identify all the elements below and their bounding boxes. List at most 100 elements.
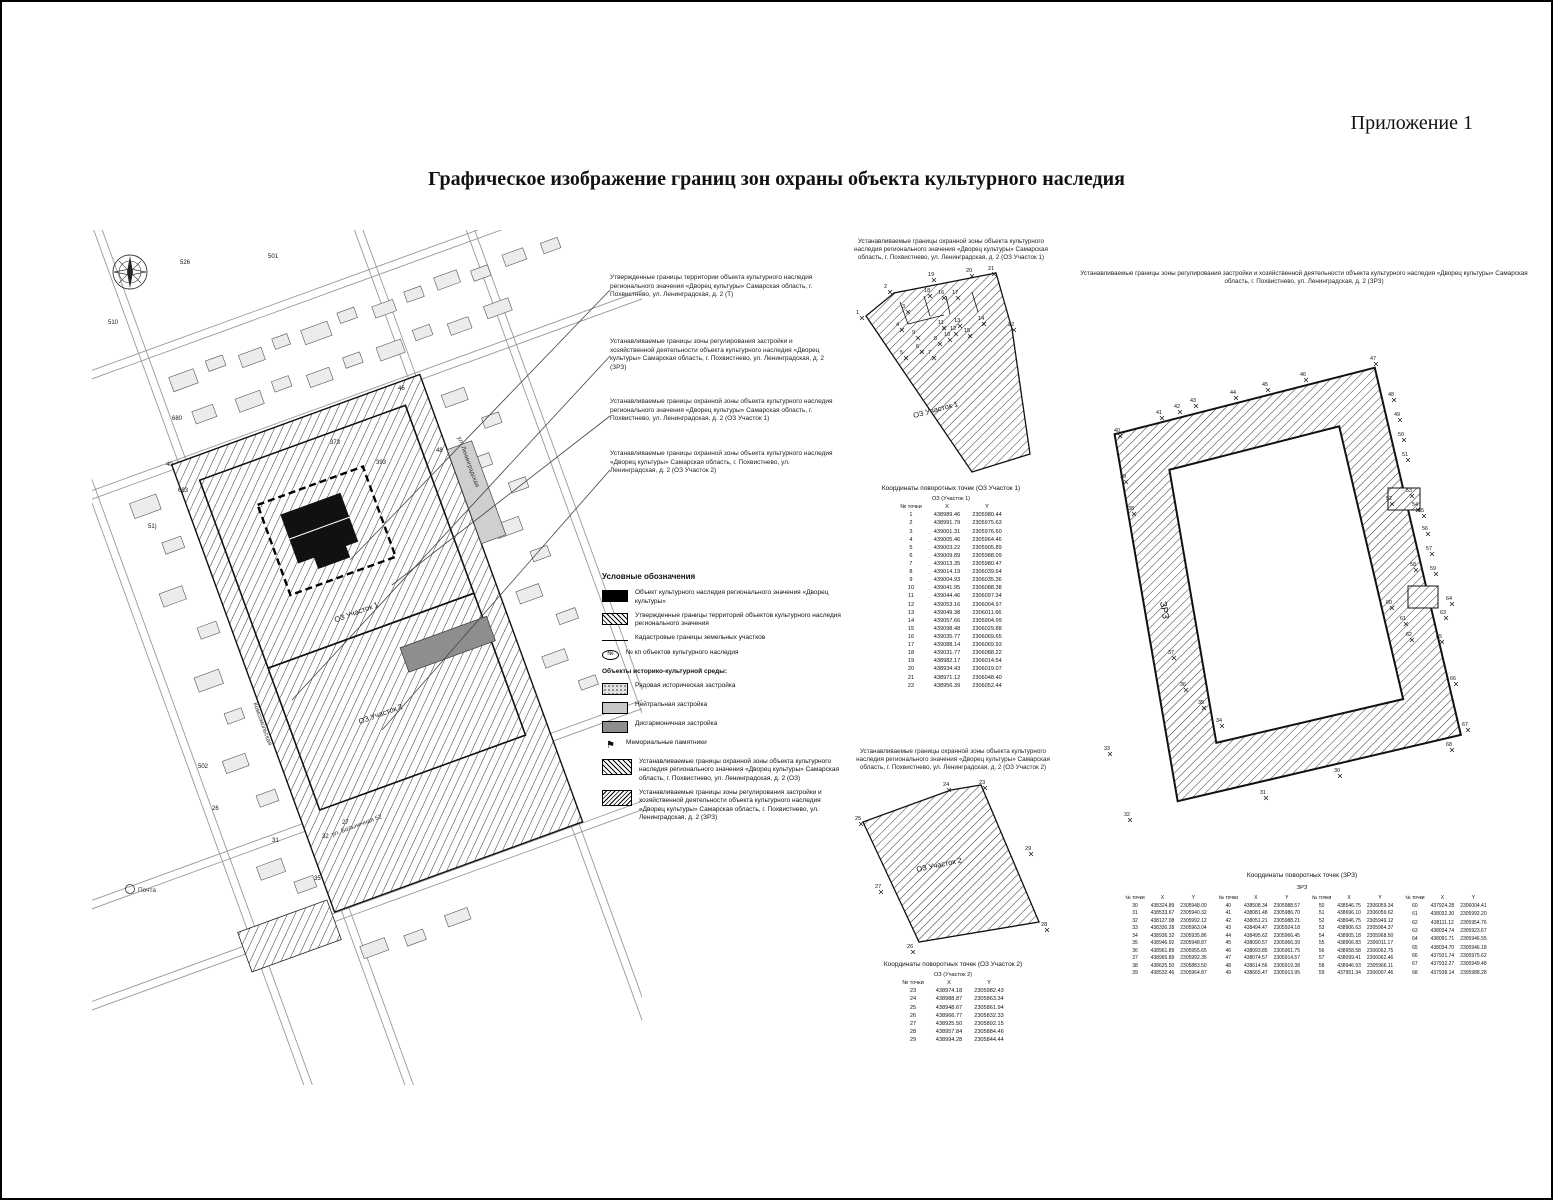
post-office-label: Почта [138, 887, 156, 894]
legend-item: Объект культурного наследия региональног… [602, 589, 844, 606]
legend-item: Дисгармоничная застройка [602, 720, 844, 734]
svg-text:61: 61 [1400, 616, 1406, 622]
svg-text:29: 29 [1025, 846, 1031, 852]
zrz-notch [1387, 487, 1421, 511]
svg-text:46: 46 [1300, 372, 1306, 378]
panel-zrz-title: Устанавливаемые границы зоны регулирован… [1080, 270, 1528, 286]
svg-text:53: 53 [1406, 488, 1412, 494]
legend-item: Нейтральная застройка [602, 701, 844, 715]
svg-text:3: 3 [902, 304, 905, 310]
legend-item: ⚑ Мемориальные памятники [602, 739, 844, 752]
svg-text:51: 51 [1402, 452, 1408, 458]
svg-text:14: 14 [978, 316, 984, 322]
legend-swatch-oz-zone-icon [602, 759, 632, 776]
oz2-table-caption: Координаты поворотных точек (ОЗ Участок … [883, 961, 1023, 969]
oz2-polygon [862, 784, 1040, 943]
legend-title: Условные обозначения [602, 572, 696, 581]
svg-text:35: 35 [1198, 700, 1204, 706]
svg-text:510: 510 [108, 320, 119, 326]
svg-text:42: 42 [1174, 404, 1180, 410]
svg-text:52: 52 [1386, 496, 1392, 502]
legend-number-badge-icon: № [602, 649, 619, 660]
svg-text:49: 49 [1394, 412, 1400, 418]
oz1-inner-steps [899, 292, 978, 325]
svg-text:48: 48 [1388, 392, 1394, 398]
zrz-point-labels: 3031323334353637383940414243444546474849… [1104, 356, 1471, 823]
svg-text:15: 15 [964, 328, 970, 334]
legend-item: Рядовая историческая застройка [602, 682, 844, 696]
svg-text:6: 6 [916, 344, 919, 350]
svg-text:47: 47 [1370, 356, 1376, 362]
svg-text:26: 26 [212, 806, 219, 812]
svg-text:23: 23 [979, 780, 985, 786]
legend-swatch-neutral-buildings-icon [602, 702, 628, 715]
zrz-table-caption: Координаты поворотных точек (ЗРЗ) [1246, 872, 1358, 879]
svg-text:59: 59 [1430, 566, 1436, 572]
legend-swatch-historic-buildings-icon [602, 683, 628, 696]
svg-text:526: 526 [180, 260, 191, 266]
svg-text:22: 22 [1008, 322, 1014, 328]
svg-text:16: 16 [938, 290, 944, 296]
svg-text:5: 5 [900, 350, 903, 356]
annotation-note-territory: Утвержденные границы территории объекта … [610, 274, 813, 299]
zrz-band-hatch [1115, 368, 1460, 800]
svg-text:33: 33 [1104, 746, 1110, 752]
legend-item: № № кп объектов культурного наследия [602, 649, 844, 660]
svg-text:39: 39 [1120, 474, 1126, 480]
oz1-polygon [864, 272, 1031, 473]
svg-text:46: 46 [398, 386, 405, 392]
svg-text:67: 67 [1462, 722, 1468, 728]
svg-text:2: 2 [884, 284, 887, 290]
svg-text:50: 50 [1398, 432, 1404, 438]
svg-text:55: 55 [1418, 508, 1424, 514]
svg-text:4: 4 [896, 322, 899, 328]
svg-text:64: 64 [1446, 596, 1452, 602]
svg-text:502: 502 [198, 764, 209, 770]
svg-text:683: 683 [178, 488, 189, 494]
svg-text:8: 8 [934, 336, 937, 342]
legend-swatch-approved-territory-icon [602, 612, 628, 625]
zrz-notch [1407, 585, 1439, 609]
legend-swatch-cadastral-line-icon [602, 640, 628, 642]
svg-text:19: 19 [928, 272, 934, 278]
legend-item: Устанавливаемые границы охранной зоны об… [602, 758, 844, 783]
svg-text:30: 30 [1334, 768, 1340, 774]
svg-text:10: 10 [944, 332, 950, 338]
svg-text:32: 32 [1124, 812, 1130, 818]
svg-text:51): 51) [148, 524, 157, 530]
